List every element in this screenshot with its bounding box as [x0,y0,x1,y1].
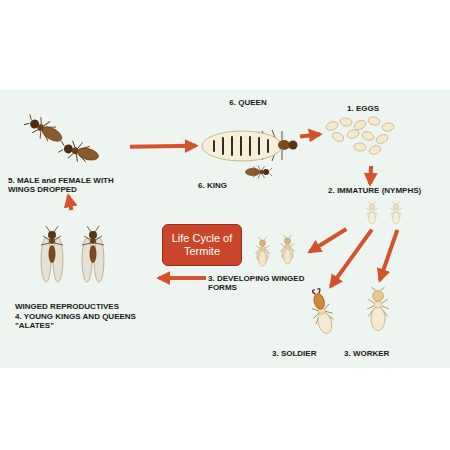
stage-label: 1. EGGS [322,104,404,164]
stage-caption: 4. YOUNG KINGS AND QUEENS "ALATES" [15,312,157,330]
cycle-arrow [130,144,196,149]
stage-caption: 3. WORKER [344,349,408,358]
cycle-arrow [331,230,372,287]
cycle-arrow [310,229,347,252]
stage-caption: 6. QUEEN [198,98,298,107]
stage-caption: WINGED REPRODUCTIVES [15,302,157,311]
stage-caption: 6. KING [198,181,298,190]
stage-caption: 2. IMMATURE (NYMPHS) [328,186,428,195]
cycle-arrow [68,196,71,210]
stage-caption: 1. EGGS [322,104,404,113]
stage-label: 5. MALE and FEMALE WITH WINGS DROPPED [8,108,128,194]
cycle-arrow [368,166,373,184]
cycle-arrow [380,230,397,280]
cycle-arrow [300,134,320,136]
stage-label: 3. SOLDIER [272,288,344,358]
stage-label: 3. WORKER [344,282,408,358]
stage-label: WINGED REPRODUCTIVES4. YOUNG KINGS AND Q… [15,212,157,330]
cycle-arrow [159,276,206,280]
stage-caption: 5. MALE and FEMALE WITH WINGS DROPPED [8,176,128,194]
stage-caption: Life Cycle of Termite [169,232,235,258]
stage-label: 2. IMMATURE (NYMPHS) [328,186,428,228]
stage-caption: 3. DEVELOPING WINGED FORMS [208,274,308,292]
stage-label: 6. QUEEN 6. KING [198,98,298,190]
title-box: Life Cycle of Termite [162,224,242,266]
stage-caption: 3. SOLDIER [272,349,344,358]
